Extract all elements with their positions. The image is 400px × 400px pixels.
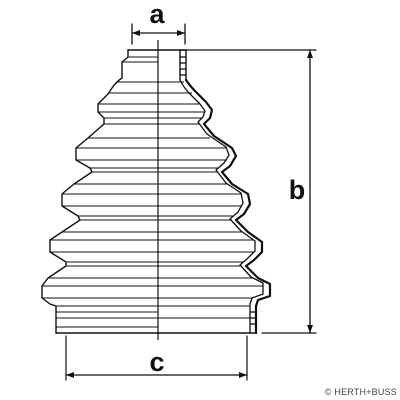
copyright-text: © HERTH+BUSS [325,387,397,397]
dimension-b: b [179,49,317,334]
boot-outside-view [41,49,159,334]
boot-section-view [157,49,272,335]
dimension-a-label: a [149,0,165,29]
dimension-a: a [131,0,186,45]
dimension-b-label: b [289,175,306,205]
dimension-c-label: c [149,347,164,377]
dimension-c: c [65,335,248,381]
